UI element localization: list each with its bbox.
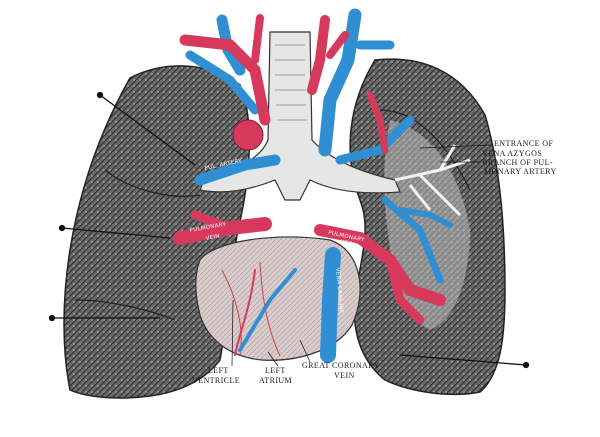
leader-lines: [231, 144, 493, 367]
left-ventricle-label-line2: VENTRICLE: [192, 376, 240, 385]
bronchial-tree: [394, 144, 471, 217]
left-ventricle-label-line1: LEFT: [208, 366, 229, 375]
left-atrium-label-line2: ATRIUM: [259, 376, 292, 385]
great-coronary-label-line1: GREAT CORONARY: [302, 361, 380, 370]
dissection-pins: [48, 91, 530, 369]
entrance-label-line1: ENTRANCE OF: [494, 139, 553, 148]
arteries: [173, 14, 446, 356]
vena-cava-label: VENA CAVA INF.: [334, 268, 344, 315]
great-coronary-label-line2: VEIN: [334, 371, 355, 380]
left-atrium-label-line1: LEFT: [265, 366, 286, 375]
pulmonary-vein-left-label-2: VEIN: [205, 234, 220, 242]
branch-label-line2: MONARY ARTERY: [484, 167, 557, 176]
branch-label-line1: BRANCH OF PUL-: [482, 158, 553, 167]
pulmonary-vein-right-label-2: VEIN: [340, 239, 355, 248]
veins: [185, 8, 453, 363]
entrance-label-line2: VENA AZYGOS: [482, 149, 542, 158]
